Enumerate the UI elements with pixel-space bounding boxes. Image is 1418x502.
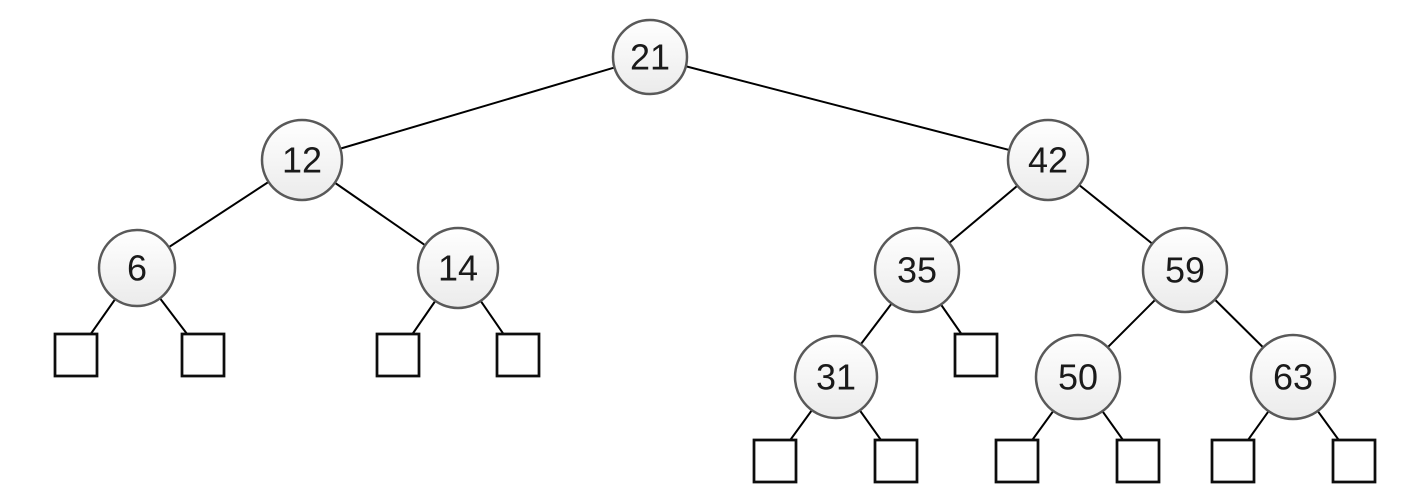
tree-node-label-31: 31 bbox=[816, 356, 856, 397]
null-leaf-square-null-14-right bbox=[495, 332, 541, 378]
tree-node-35: 35 bbox=[873, 226, 961, 314]
tree-node-circle-59 bbox=[1141, 226, 1229, 314]
null-leaf-square-null-50-left bbox=[994, 438, 1040, 484]
tree-node-label-12: 12 bbox=[282, 139, 322, 180]
null-leaf-square-null-31-right bbox=[873, 438, 919, 484]
null-leaf-square-null-63-right bbox=[1331, 438, 1377, 484]
tree-node-circle-12 bbox=[260, 118, 344, 202]
tree-node-label-6: 6 bbox=[127, 247, 147, 288]
tree-node-circle-35 bbox=[873, 226, 961, 314]
tree-node-label-50: 50 bbox=[1058, 356, 1098, 397]
tree-node-21: 21 bbox=[611, 18, 689, 96]
null-leaf-square-null-31-left bbox=[752, 438, 798, 484]
null-leaf-square-null-6-left bbox=[53, 332, 99, 378]
tree-node-label-35: 35 bbox=[897, 249, 937, 290]
tree-node-50: 50 bbox=[1034, 333, 1122, 421]
tree-node-circle-63 bbox=[1249, 333, 1337, 421]
tree-node-circle-14 bbox=[416, 226, 500, 310]
tree-node-6: 6 bbox=[97, 228, 177, 308]
tree-node-31: 31 bbox=[793, 334, 879, 420]
null-leaf-square-null-14-left bbox=[375, 332, 421, 378]
tree-node-12: 12 bbox=[260, 118, 344, 202]
null-leaf-square-null-35-right bbox=[953, 332, 999, 378]
tree-node-63: 63 bbox=[1249, 333, 1337, 421]
tree-node-label-63: 63 bbox=[1273, 356, 1313, 397]
tree-node-circle-31 bbox=[793, 334, 879, 420]
tree-node-circle-50 bbox=[1034, 333, 1122, 421]
tree-edge-n21-n12 bbox=[301, 56, 651, 161]
tree-node-circle-42 bbox=[1006, 118, 1090, 202]
tree-node-circle-21 bbox=[611, 18, 689, 96]
null-leaf-square-null-63-left bbox=[1210, 438, 1256, 484]
tree-node-label-59: 59 bbox=[1165, 249, 1205, 290]
null-leaf-square-null-6-right bbox=[180, 332, 226, 378]
tree-node-42: 42 bbox=[1006, 118, 1090, 202]
tree-node-label-14: 14 bbox=[438, 247, 478, 288]
tree-node-59: 59 bbox=[1141, 226, 1229, 314]
tree-node-circle-6 bbox=[97, 228, 177, 308]
null-leaf-square-null-50-right bbox=[1115, 438, 1161, 484]
tree-node-14: 14 bbox=[416, 226, 500, 310]
tree-node-label-21: 21 bbox=[630, 36, 670, 77]
tree-edge-n21-n42 bbox=[649, 56, 1049, 161]
tree-node-label-42: 42 bbox=[1028, 139, 1068, 180]
